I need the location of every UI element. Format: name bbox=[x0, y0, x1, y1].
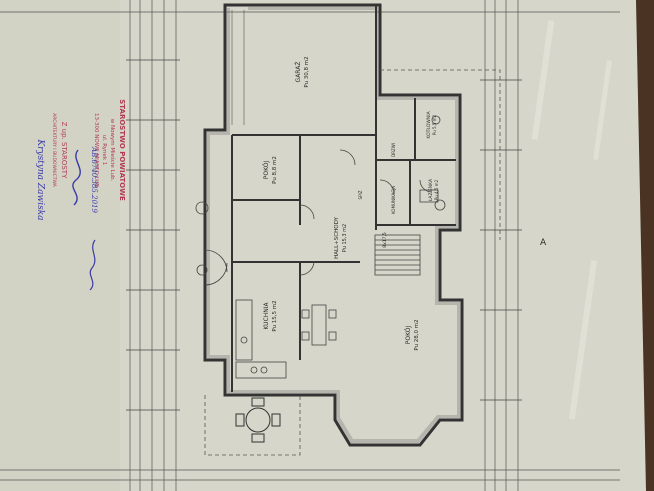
wall-hatch bbox=[206, 6, 461, 443]
room-area-pokoj-big: Pu 28,0 m2 bbox=[414, 319, 420, 350]
room-name-spizarnia: SPIŻ bbox=[358, 190, 363, 199]
dimension-ticks bbox=[126, 59, 522, 411]
room-name-kotlownia: KOTŁOWNIA bbox=[426, 110, 432, 138]
room-area-hall: Pu 15,3 m2 bbox=[342, 224, 348, 252]
stamp-office-city: 13-300 NOWE MIASTO LUB bbox=[93, 113, 99, 187]
office-stamp: STAROSTWO POWIATOWE w Nowym Mieście Lub.… bbox=[93, 99, 126, 201]
room-name-pokoj-small: POKÓJ bbox=[263, 161, 270, 180]
stamp-office: STAROSTWO POWIATOWE bbox=[118, 99, 126, 201]
room-area-lazienka: Pu 4,5 m2 bbox=[434, 179, 439, 200]
approval-stamp: Z up. STAROSTY ARCHITEKTURY I BUDOWNICTW… bbox=[51, 113, 68, 187]
interior-walls bbox=[231, 5, 456, 392]
room-name-kuchnia: KUCHNIA bbox=[263, 301, 270, 329]
outer-walls bbox=[203, 3, 464, 447]
room-name-garaz: GARAŻ bbox=[295, 62, 302, 83]
stamp-office-sub: w Nowym Mieście Lub. bbox=[109, 119, 116, 182]
section-marker-a: A bbox=[540, 238, 547, 248]
paper-fold-shade bbox=[0, 0, 120, 491]
signature-scribble-icon bbox=[72, 149, 81, 206]
terrace-table bbox=[235, 397, 281, 443]
room-area-kuchnia: Pu 15,5 m2 bbox=[272, 300, 278, 331]
ink-ref-no: AB.6740.385.2019 bbox=[90, 146, 98, 213]
garage-marks bbox=[231, 10, 245, 125]
stamp-office-addr: ul. Rynek 1 bbox=[101, 135, 107, 166]
stamp-approval-dept: ARCHITEKTURY I BUDOWNICTWA bbox=[51, 113, 57, 187]
door-swings bbox=[204, 149, 433, 286]
terrace-outline bbox=[204, 69, 501, 456]
label-drzwi: DRZWI bbox=[391, 143, 396, 157]
handwritten-ink: AB.6740.385.2019 Krystyna Zawiska bbox=[35, 138, 98, 291]
room-name-hall: HALL+SCHODY bbox=[334, 217, 340, 259]
label-stairs: 8x17,5 bbox=[382, 232, 388, 248]
kitchen-counters bbox=[235, 299, 287, 379]
room-name-lazienka: ŁAZIENKA bbox=[428, 178, 434, 202]
room-labels: GARAŻ Pu 30,8 m2 POKÓJ Pu 8,8 m2 HALL+SC… bbox=[263, 56, 547, 350]
watermark bbox=[531, 20, 612, 420]
stamp-approval: Z up. STAROSTY bbox=[60, 122, 68, 179]
misc-fixtures bbox=[195, 115, 446, 276]
ink-signature: Krystyna Zawiska bbox=[35, 138, 45, 220]
room-name-komunik: KOMUNIKACJA bbox=[391, 186, 396, 214]
stairs bbox=[374, 234, 421, 276]
room-area-pokoj-small: Pu 8,8 m2 bbox=[272, 156, 278, 184]
dining-table bbox=[301, 304, 337, 346]
room-area-garaz: Pu 30,8 m2 bbox=[304, 56, 310, 87]
room-name-pokoj-big: POKÓJ bbox=[405, 326, 412, 345]
dimension-lines bbox=[0, 0, 620, 491]
approval-scribble-icon bbox=[89, 239, 96, 291]
room-area-kotlownia: Pu 5,5 m2 bbox=[432, 114, 437, 135]
